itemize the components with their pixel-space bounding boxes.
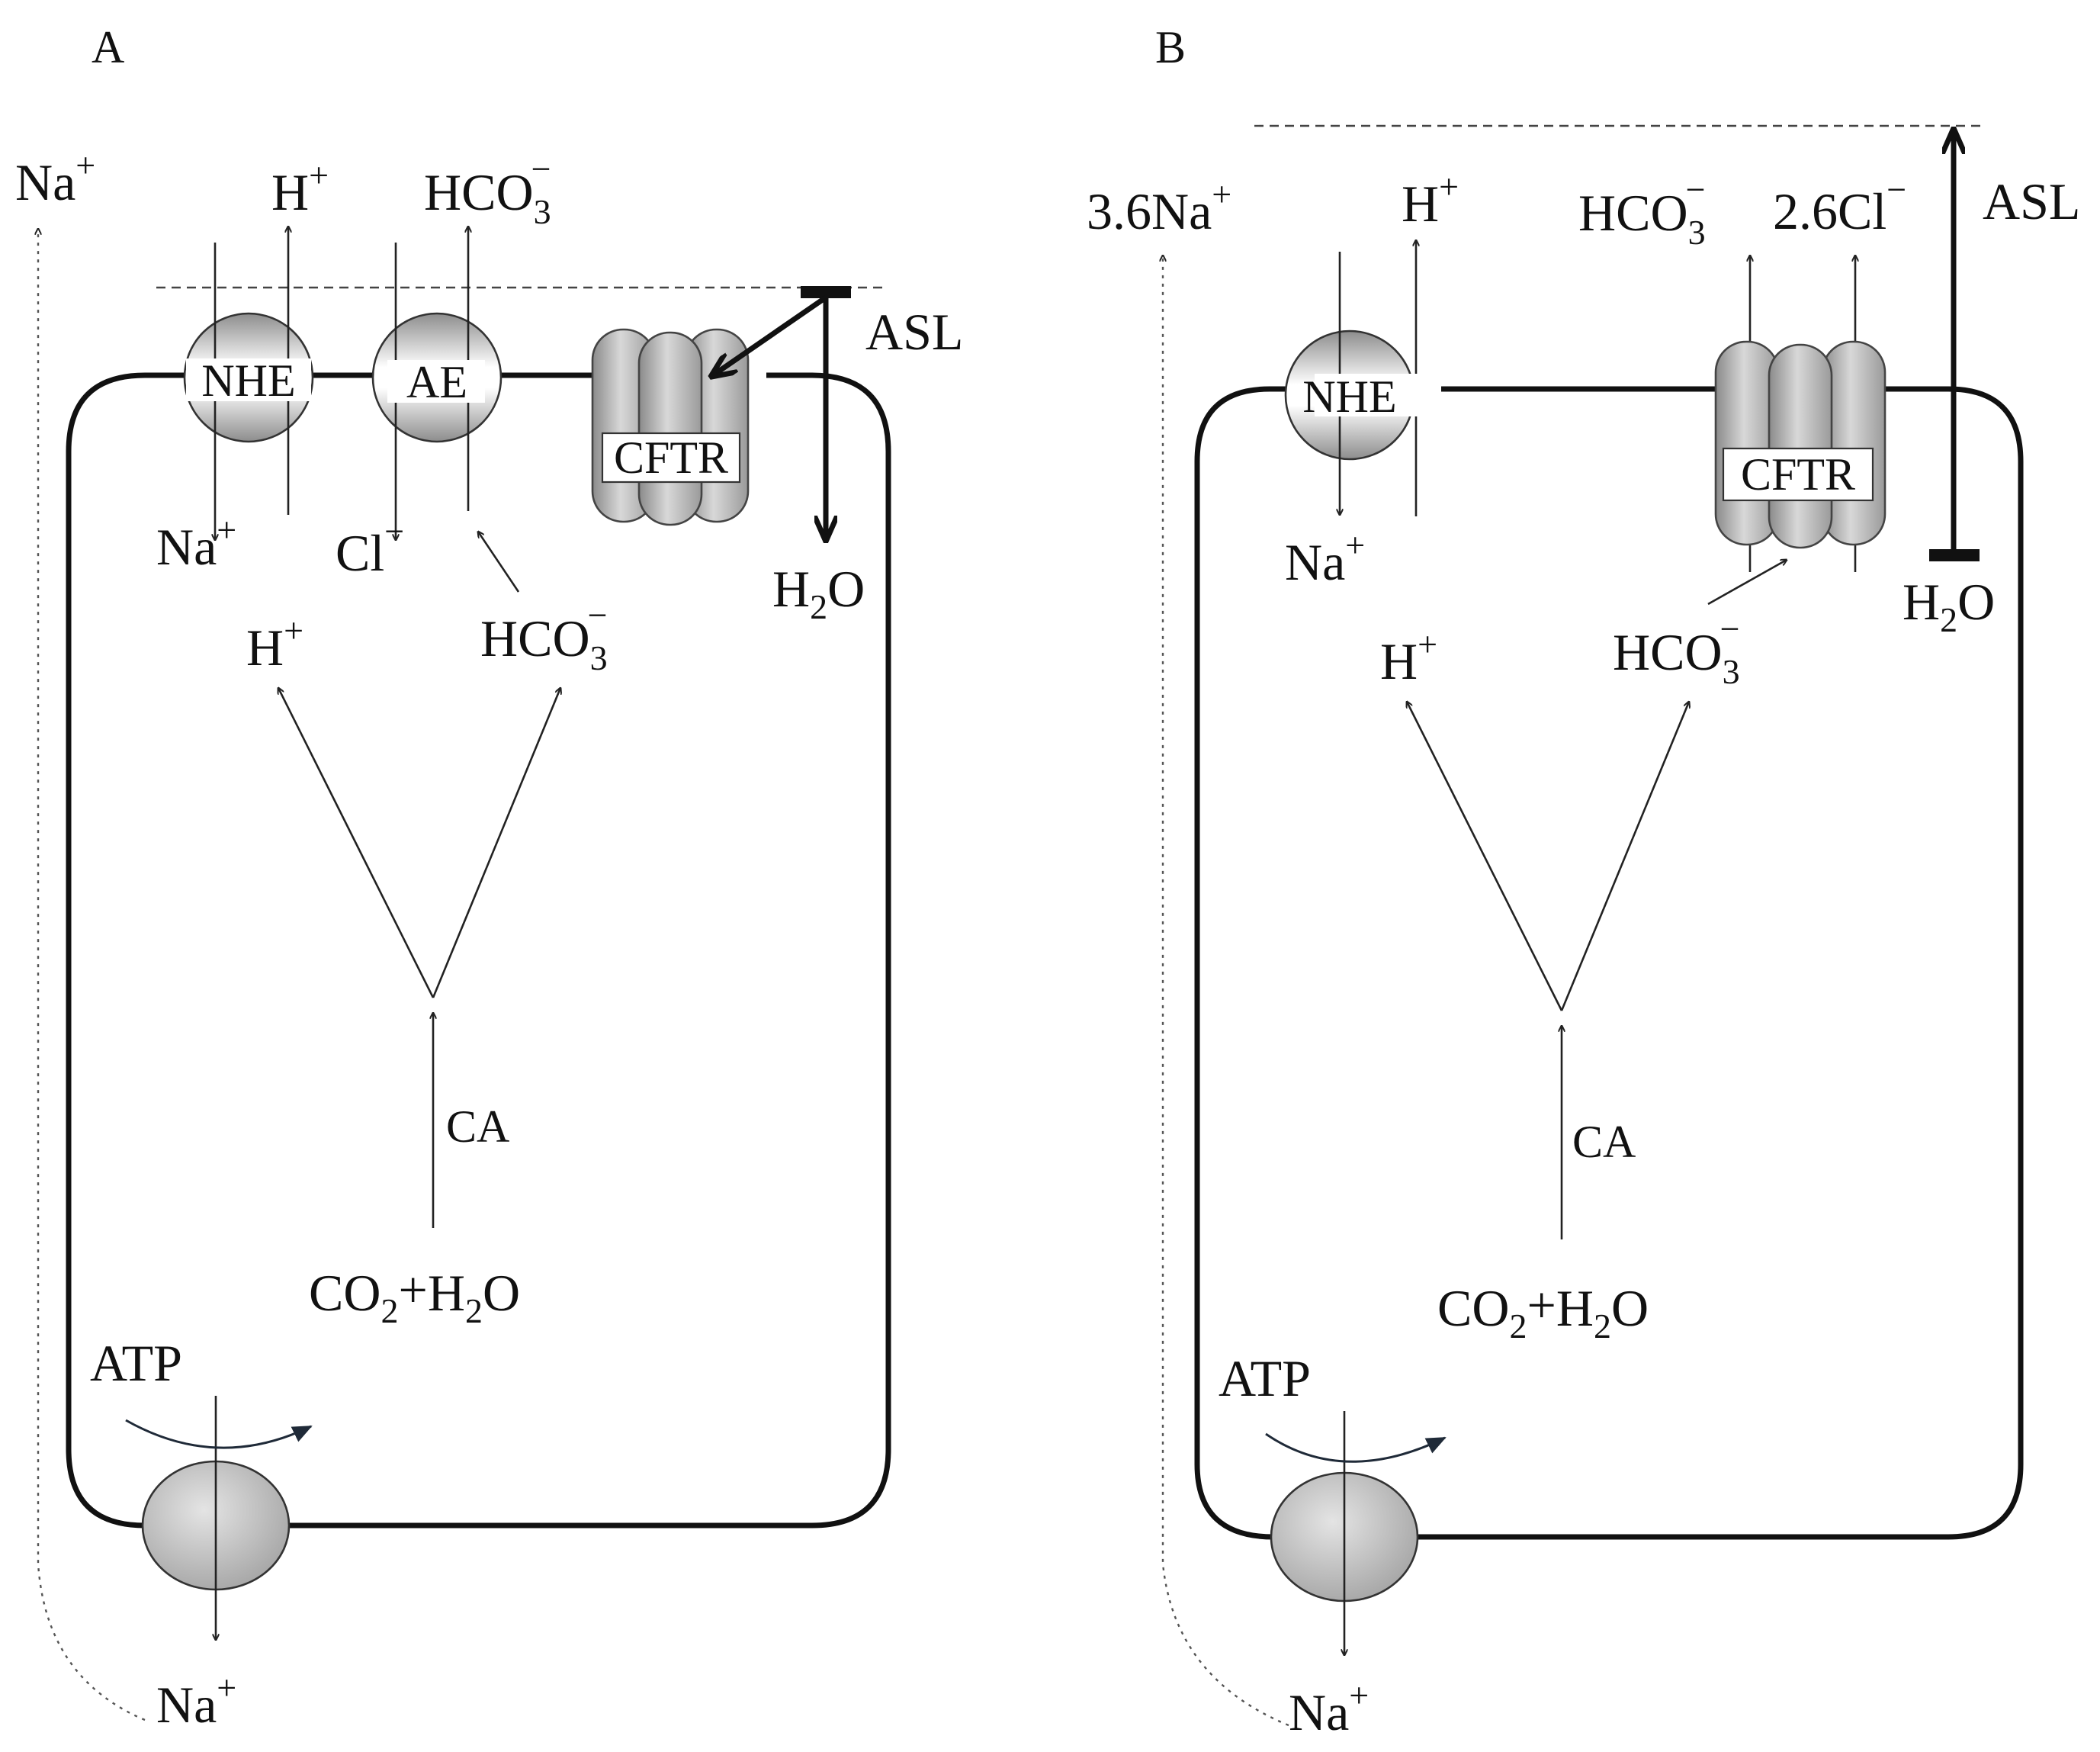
water-bar-b	[1929, 549, 1980, 561]
hco3-to-ae-arrow-a	[478, 532, 520, 593]
panel-b: B NHE CFTR	[1087, 22, 2080, 1741]
ca-label-b: CA	[1572, 1117, 1636, 1167]
hco3-in-a: HCO3−	[480, 596, 608, 677]
h-out-b: H+	[1402, 167, 1459, 233]
h-in-b: H+	[1380, 625, 1437, 690]
na-out-b: 3.6Na+	[1087, 175, 1231, 240]
na-bottom-a: Na+	[156, 1668, 236, 1734]
panel-a-label: A	[92, 22, 124, 72]
na-bottom-b: Na+	[1289, 1676, 1369, 1741]
na-out-a: Na+	[15, 146, 95, 211]
reactants-b: CO2+H2O	[1437, 1276, 1649, 1345]
cftr-channel-b: CFTR	[1714, 256, 1886, 572]
nhe-transporter-a: NHE	[183, 227, 314, 540]
to-hco3-arrow-a	[432, 688, 560, 998]
atp-label-b: ATP	[1219, 1349, 1311, 1407]
cftr-label-a: CFTR	[614, 432, 728, 483]
cl-in-a: Cl−	[336, 512, 404, 582]
cl-out-b: 2.6Cl−	[1773, 170, 1906, 240]
ae-transporter-a: AE	[371, 227, 503, 540]
nhe-label-a: NHE	[201, 355, 295, 406]
na-k-pump-b	[1265, 1411, 1447, 1655]
hco3-in-b: HCO3−	[1613, 609, 1740, 691]
hco3-out-a: HCO3−	[424, 149, 551, 231]
na-in-b: Na+	[1285, 526, 1365, 591]
panel-b-label: B	[1155, 22, 1186, 72]
na-in-a: Na+	[156, 510, 236, 576]
to-hco3-arrow-b	[1560, 702, 1689, 1011]
nhe-transporter-b: NHE	[1284, 240, 1441, 516]
hco3-out-b: HCO3−	[1578, 170, 1706, 252]
cftr-channel-a: CFTR	[591, 328, 750, 526]
h2o-label-a: H2O	[772, 560, 865, 626]
to-h-arrow-a	[278, 688, 435, 998]
asl-label-a: ASL	[865, 303, 963, 361]
h-out-a: H+	[271, 156, 329, 221]
asl-to-cftr-arrow-a	[713, 295, 827, 375]
hco3-to-cftr-arrow-b	[1707, 560, 1787, 606]
reactants-a: CO2+H2O	[309, 1261, 520, 1330]
na-recycle-path-a	[38, 229, 146, 1721]
cftr-label-b: CFTR	[1741, 449, 1855, 500]
ae-label-a: AE	[406, 357, 467, 407]
atp-label-a: ATP	[90, 1334, 182, 1392]
h2o-label-b: H2O	[1903, 573, 1995, 639]
panel-a: A NHE AE CFTR	[15, 22, 963, 1734]
ca-label-a: CA	[446, 1101, 509, 1152]
asl-label-b: ASL	[1983, 172, 2080, 230]
na-recycle-path-b	[1163, 256, 1289, 1727]
h-in-a: H+	[246, 611, 303, 677]
to-h-arrow-b	[1407, 702, 1563, 1011]
nhe-label-b: NHE	[1302, 371, 1396, 422]
na-k-pump-a	[125, 1396, 313, 1640]
asl-inhibition-bar-a	[801, 286, 851, 298]
